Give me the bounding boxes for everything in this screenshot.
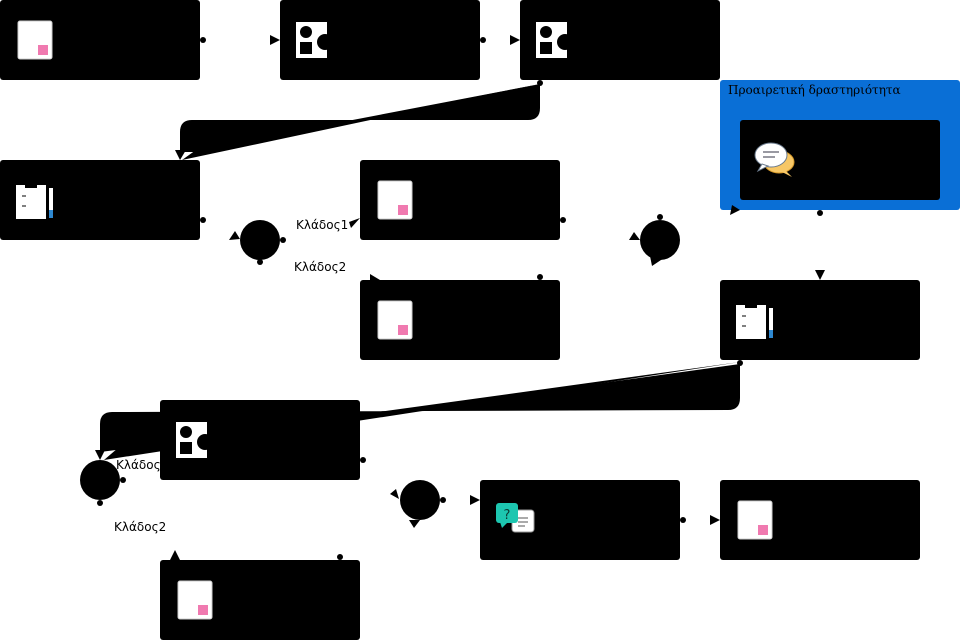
shapes-icon [536, 22, 573, 58]
branch-gateway[interactable] [240, 220, 280, 260]
activity-box[interactable] [160, 400, 360, 480]
discussion-icon [754, 142, 795, 177]
clipboard-icon [16, 182, 53, 219]
connector-row1-to-row2 [180, 84, 540, 152]
activity-box[interactable] [740, 120, 940, 200]
document-icon [737, 500, 773, 540]
activity-box[interactable] [480, 480, 680, 560]
activity-box[interactable] [720, 480, 920, 560]
document-icon [17, 20, 53, 60]
activity-box[interactable] [160, 560, 360, 640]
activity-box[interactable] [720, 280, 920, 360]
connector-row1-to-row2-wedge [182, 84, 540, 160]
merge-gateway[interactable] [400, 480, 440, 520]
activity-box[interactable] [360, 160, 560, 240]
arrowheads [95, 35, 825, 560]
shapes-icon [176, 422, 213, 458]
activity-box[interactable] [520, 0, 720, 80]
optional-activity-title: Προαιρετική δραστηριότητα [728, 83, 901, 97]
activity-box[interactable] [280, 0, 480, 80]
svg-text:?: ? [504, 508, 511, 523]
document-icon [377, 180, 413, 220]
merge-gateway[interactable] [640, 220, 680, 260]
branch-gateway[interactable] [80, 460, 120, 500]
document-icon [377, 300, 413, 340]
branch-label: Κλάδος2 [294, 260, 347, 274]
shapes-icon [296, 22, 333, 58]
activity-box[interactable] [0, 0, 200, 80]
branch-label: Κλάδος [116, 458, 161, 472]
branch-label: Κλάδος2 [114, 520, 167, 534]
branch-label: Κλάδος1 [296, 218, 349, 232]
merge-gateway-tail [650, 256, 664, 266]
activity-box[interactable] [0, 160, 200, 240]
clipboard-icon [736, 302, 773, 339]
activity-box[interactable] [360, 280, 560, 360]
question-chat-icon: ? [496, 503, 535, 533]
document-icon [177, 580, 213, 620]
port-dots [97, 37, 823, 560]
